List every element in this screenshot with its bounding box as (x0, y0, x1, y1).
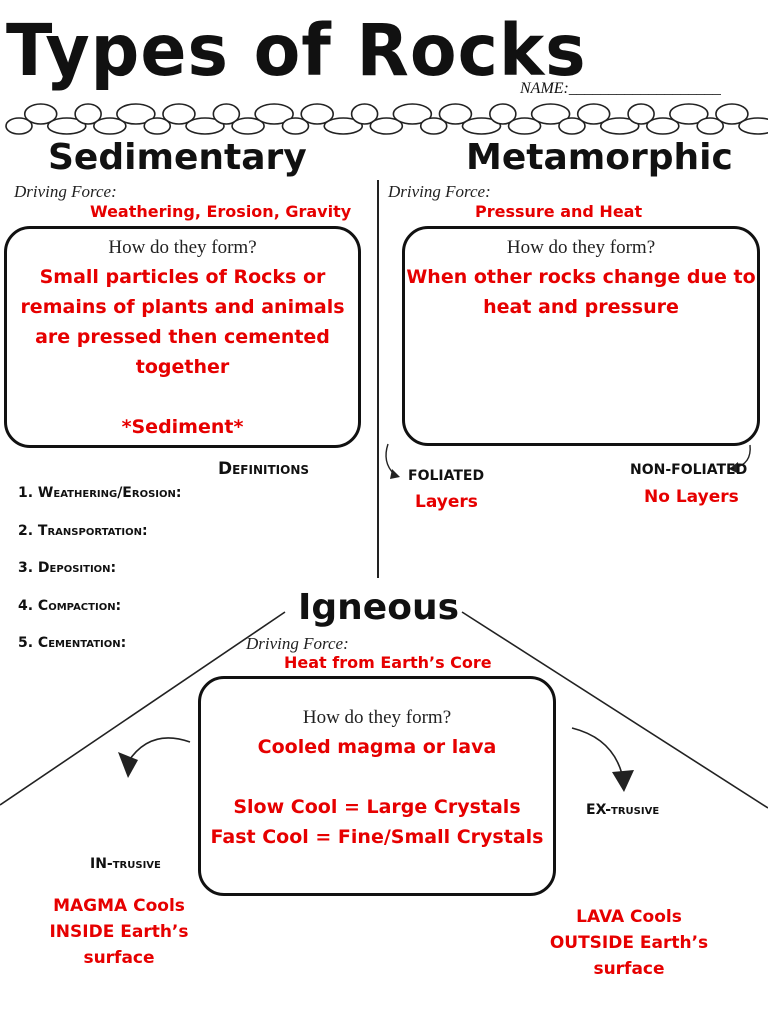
answer-line: Small particles of Rocks or (39, 266, 326, 288)
answer-line: When other rocks change due to (406, 266, 756, 288)
answer-line: INSIDE Earth’s surface (49, 922, 189, 968)
rock-shape (116, 103, 156, 125)
answer-line: Cooled magma or lava (257, 736, 497, 758)
definition-item: 1. Weathering/Erosion: (18, 485, 182, 501)
sedimentary-answer: Small particles of Rocks or remains of p… (7, 262, 358, 442)
metamorphic-how-label: How do they form? (506, 237, 656, 258)
rock-shape (392, 103, 433, 125)
answer-line: heat and pressure (483, 296, 679, 318)
metamorphic-form-box: How do they form? When other rocks chang… (402, 226, 760, 446)
metamorphic-driving-force: Pressure and Heat (475, 202, 643, 221)
rock-shape (5, 117, 33, 135)
slow-cool-line: Slow Cool = Large Crystals (233, 796, 521, 818)
sedimentary-form-box: How do they form? Small particles of Roc… (4, 226, 361, 448)
answer-line: OUTSIDE Earth’s surface (549, 933, 709, 979)
rock-shape (162, 103, 196, 125)
rock-shape (143, 117, 172, 135)
answer-line: MAGMA Cools (53, 896, 185, 916)
rock-shape (489, 103, 517, 125)
igneous-heading: Igneous (298, 587, 459, 628)
rock-shape (46, 117, 87, 135)
rock-shape (715, 103, 749, 125)
rock-shape (558, 117, 586, 135)
rock-shape (93, 117, 127, 135)
answer-line: remains of plants and animals (20, 296, 345, 318)
extrusive-answer: LAVA Cools OUTSIDE Earth’s surface (514, 904, 744, 982)
rock-shape (576, 103, 611, 125)
name-field[interactable]: NAME:___________________ (520, 80, 721, 97)
sedimentary-driving-force: Weathering, Erosion, Gravity (90, 202, 352, 221)
rock-border-decoration (5, 103, 768, 135)
rock-shape (323, 117, 364, 135)
rock-shape (530, 103, 571, 125)
definitions-list: 1. Weathering/Erosion: 2. Transportation… (18, 485, 181, 673)
rock-shape (627, 103, 655, 125)
igneous-driving-force-label: Driving Force: (246, 634, 349, 653)
definition-item: 5. Cementation: (18, 635, 127, 651)
definition-item: 4. Compaction: (18, 597, 122, 614)
metamorphic-heading: Metamorphic (466, 137, 733, 178)
igneous-answer: Cooled magma or lava Slow Cool = Large C… (201, 732, 553, 852)
definitions-heading: Definitions (218, 459, 310, 479)
rock-shape (74, 103, 102, 125)
intrusive-answer: MAGMA Cools INSIDE Earth’s surface (14, 893, 224, 971)
metamorphic-driving-force-label: Driving Force: (388, 182, 491, 201)
answer-line: are pressed then cemented (35, 326, 330, 348)
answer-line: LAVA Cools (576, 907, 682, 927)
nonfoliated-answer: No Layers (644, 487, 739, 507)
rock-shape (185, 117, 225, 135)
answer-line: together (135, 356, 230, 378)
sediment-note: *Sediment* (121, 416, 244, 438)
rock-shape (281, 117, 310, 135)
rock-shape (599, 117, 640, 135)
nonfoliated-label: NON-FOLIATED (630, 462, 748, 478)
foliated-label: FOLIATED (408, 468, 485, 484)
rock-shape (369, 117, 404, 135)
igneous-driving-force: Heat from Earth’s Core (284, 653, 492, 672)
rock-shape (507, 117, 542, 135)
rock-shape (438, 103, 473, 125)
worksheet-title: Types of Rocks (6, 10, 587, 93)
metamorphic-answer: When other rocks change due to heat and … (405, 262, 757, 322)
rock-shape (300, 103, 335, 125)
rock-shape (669, 103, 709, 125)
foliated-answer: Layers (415, 492, 478, 512)
extrusive-label: EX-trusive (586, 802, 660, 818)
rock-shape (231, 117, 265, 135)
rock-shape (645, 117, 680, 135)
rock-shape (461, 117, 502, 135)
rock-shape (350, 103, 379, 125)
sedimentary-how-label: How do they form? (108, 237, 257, 258)
rock-shape (419, 117, 448, 135)
definition-item: 2. Transportation: (18, 522, 148, 539)
rock-shape (23, 103, 58, 125)
sedimentary-driving-force-label: Driving Force: (14, 182, 117, 201)
fast-cool-line: Fast Cool = Fine/Small Crystals (210, 826, 544, 848)
intrusive-label: IN-trusive (90, 856, 161, 872)
rock-shape (212, 103, 241, 125)
sedimentary-heading: Sedimentary (48, 137, 307, 178)
igneous-form-box: How do they form? Cooled magma or lava S… (198, 676, 556, 896)
igneous-how-label: How do they form? (302, 707, 452, 728)
rock-shape (254, 103, 294, 125)
rock-shape (738, 117, 768, 135)
rock-shape (696, 117, 725, 135)
definition-item: 3. Deposition: (18, 560, 117, 576)
